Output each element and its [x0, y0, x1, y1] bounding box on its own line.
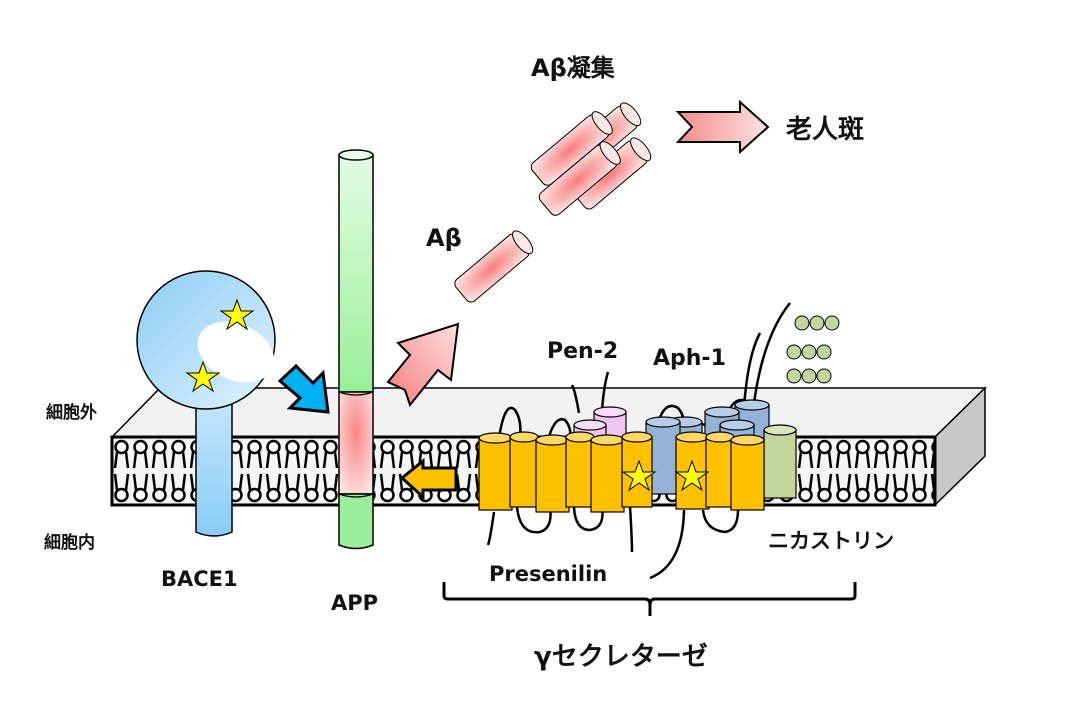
- arrow-bace1-cleavage-icon: [277, 363, 330, 414]
- star-icon: [621, 459, 657, 492]
- star-icon: [185, 360, 221, 393]
- abeta-aggregate: [530, 102, 652, 216]
- app-protein: [338, 149, 374, 550]
- arrow-to-plaque-icon: [675, 99, 770, 155]
- arrow-gamma-cleavage-icon: [399, 457, 458, 501]
- bace1-label: BACE1: [161, 567, 238, 591]
- star-icon: [219, 298, 255, 331]
- gamma-secretase-brace: [442, 582, 857, 616]
- gamma-secretase-label: γセクレターゼ: [534, 642, 708, 672]
- extracellular-label: 細胞外: [46, 402, 97, 423]
- arrow-abeta-release-icon: [386, 322, 460, 408]
- star-icon: [674, 459, 710, 492]
- abeta-aggregate-label: Aβ凝集: [531, 54, 616, 82]
- abeta-monomer: [454, 230, 534, 303]
- presenilin-label: Presenilin: [489, 562, 607, 586]
- nicastrin-subunit: [763, 315, 840, 499]
- bace1-active-site: [197, 321, 275, 383]
- nicastrin-label: ニカストリン: [768, 529, 894, 553]
- nicastrin-glycans: [786, 315, 840, 384]
- aph1-label: Aph-1: [653, 346, 726, 371]
- app-abeta-region: [338, 391, 374, 495]
- presenilin-subunit: [478, 431, 765, 513]
- bace1-protein: [136, 270, 276, 537]
- gamma-secretase-complex: [478, 302, 840, 580]
- senile-plaque-label: 老人斑: [786, 115, 864, 145]
- pen2-label: Pen-2: [547, 339, 618, 364]
- intracellular-label: 細胞内: [44, 532, 95, 553]
- app-label: APP: [331, 591, 378, 615]
- abeta-label: Aβ: [426, 224, 462, 252]
